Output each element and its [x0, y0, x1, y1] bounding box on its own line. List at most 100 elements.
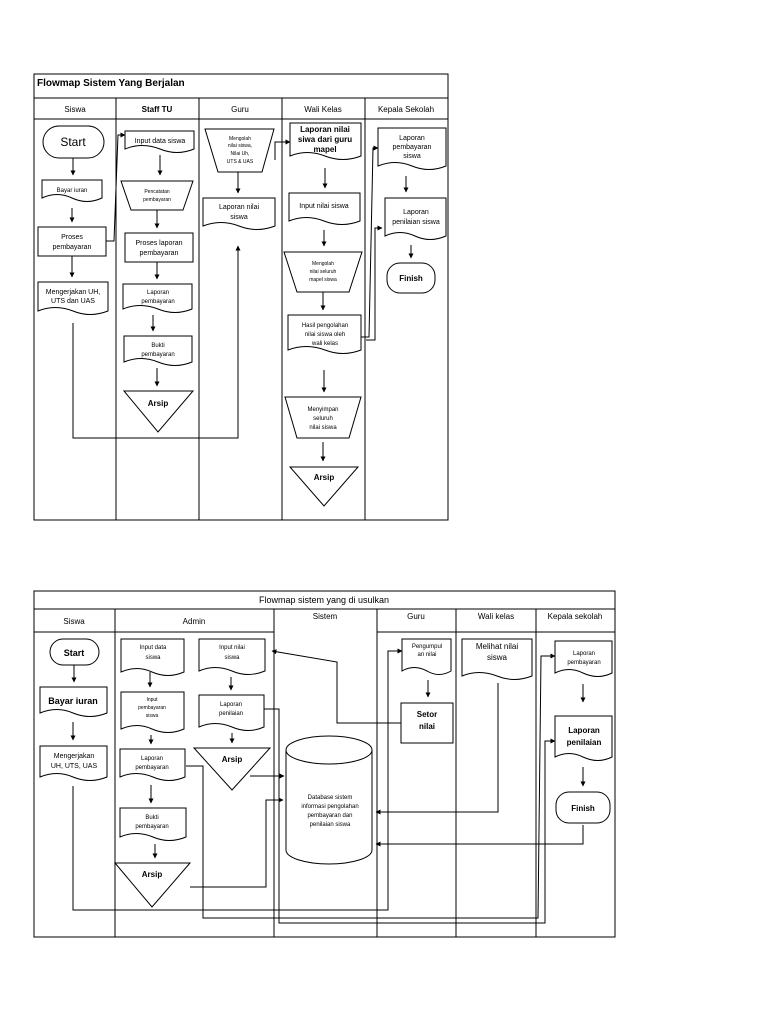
mengerjakan2-label-2: UH, UTS, UAS [51, 763, 98, 770]
finish-terminator [386, 262, 436, 294]
lane2-siswa-header: Siswa [63, 617, 85, 626]
input-bayar2-label-1: Input [146, 697, 158, 703]
input-nilai2-document [198, 638, 266, 675]
bukti-pembayaran-document [123, 335, 193, 366]
pencatatan-label-2: pembayaran [143, 197, 171, 203]
connector-siswa-to-guru [72, 648, 403, 911]
lane2-sistem-header: Sistem [313, 612, 338, 621]
laporan-pembayaran-document [122, 283, 193, 313]
proses-laporan-process [124, 232, 194, 263]
input-pembayaran2-document [120, 691, 185, 733]
proses-pembayaran-process [37, 226, 107, 257]
database-label-4: penilaian siswa [310, 822, 351, 828]
mengerjakan-ujian-label-1: Mengerjakan UH, [46, 289, 101, 296]
database-label-2: informasi pengolahan [301, 804, 358, 810]
proses-pembayaran-label-2: pembayaran [53, 244, 92, 251]
connector-laporan-bayar-to-kepsek [186, 653, 556, 919]
mengolah-mapel-label-3: mapel siswa [309, 277, 337, 283]
arsip-admin1-offline-storage [113, 862, 192, 908]
hasil-pengolahan-label-3: wali kelas [311, 341, 338, 347]
finish2-terminator [555, 791, 611, 824]
bukti2-label-2: pembayaran [135, 824, 168, 830]
arsip-admin2-offline-storage [192, 747, 272, 791]
proses-laporan-label-2: pembayaran [140, 250, 179, 257]
lane2-guru-header: Guru [407, 612, 425, 621]
diagram-current-system: Flowmap Sistem Yang Berjalan Siswa Staff… [33, 73, 449, 521]
connector-setor-to-input-nilai [271, 649, 401, 724]
setor-label-2: nilai [419, 722, 435, 731]
lane2-kepala-sekolah-header: Kepala sekolah [548, 612, 603, 621]
lane-guru-header: Guru [231, 105, 249, 114]
arsip-tu-offline-storage [122, 390, 195, 433]
laporan-nilai-kepsek-label-2: penilaian siswa [392, 219, 440, 226]
pengumpulan-label-1: Pengumpul [412, 644, 442, 650]
mengolah-nilai-label-4: UTS & UAS [227, 159, 254, 165]
melihat-label-1: Melihat nilai [476, 642, 518, 651]
connector-arsip1-to-db [190, 797, 284, 888]
laporan-mapel-label-1: Laporan nilai [300, 125, 350, 134]
diagram1-frame [33, 73, 449, 521]
finish-label: Finish [399, 274, 423, 283]
start-label: Start [60, 135, 86, 149]
lane-staff-tu-header: Staff TU [142, 105, 173, 114]
diagram-proposed-system: Flowmap sistem yang di usulkan Siswa Adm… [33, 590, 616, 938]
laporan-nilai-guru-label-2: siswa [230, 214, 248, 221]
menyimpan-label-2: seluruh [313, 416, 333, 422]
laporan-pembayaran-label-1: Laporan [147, 290, 169, 296]
start2-label: Start [64, 648, 85, 658]
laporan-pembayaran2-document [119, 748, 186, 781]
mengolah-nilai-manual-operation [204, 128, 275, 173]
laporan-nilai2-label-2: penilaian [219, 711, 243, 717]
melihat-nilai-document [461, 638, 533, 680]
setor-label-1: Setor [417, 710, 437, 719]
laporan-bayar2-label-2: pembayaran [135, 765, 168, 771]
input-nilai-wali-document [288, 192, 361, 225]
database-label-1: Database sistem [308, 795, 353, 801]
proses-laporan-label-1: Proses laporan [135, 240, 182, 247]
hasil-pengolahan-label-1: Hasil pengolahan [302, 323, 348, 329]
laporan-bayar-kepsek-label-1: Laporan [399, 135, 425, 142]
laporan-mapel-label-3: mapel [313, 145, 336, 154]
laporan-nilai-mapel-document [289, 122, 362, 160]
laporan-bayar-kepsek-label-2: pembayaran [393, 144, 432, 151]
laporan-penilaian-kepsek2-document [554, 715, 613, 761]
mengerjakan-ujian-document [37, 281, 109, 315]
input-nilai2-label-2: siswa [224, 655, 240, 661]
laporan-nilai-kepsek2-label-2: penilaian [567, 738, 602, 747]
mengolah-nilai-label-3: Nilai Uh, [231, 151, 250, 157]
bukti-pembayaran2-document [119, 807, 187, 841]
bayar-iuran2-document [39, 686, 108, 717]
input-data2-document [120, 638, 185, 676]
arsip-admin1-label: Arsip [142, 870, 163, 879]
lane2-admin-header: Admin [183, 617, 206, 626]
laporan-pembayaran-label-2: pembayaran [141, 299, 174, 305]
connector-db-to-wali [375, 683, 499, 815]
mengolah-nilai-label-2: nilai siswa, [228, 143, 252, 149]
input-bayar2-label-2: pembayaran [138, 705, 166, 711]
lane2-wali-kelas-header: Wali kelas [478, 612, 514, 621]
setor-nilai-process [400, 702, 454, 744]
mengerjakan-ujian-label-2: UTS dan UAS [51, 298, 95, 305]
laporan-nilai-guru-document [202, 197, 276, 230]
pengumpulan-label-2: an nilai [417, 652, 436, 658]
bukti2-label-1: Bukti [145, 815, 158, 821]
connector-proses-to-input [106, 132, 126, 242]
laporan-penilaian2-document [198, 694, 265, 731]
laporan-nilai2-label-1: Laporan [220, 702, 242, 708]
mengolah-mapel-label-1: Mengolah [312, 261, 334, 267]
bukti-pembayaran-label-2: pembayaran [141, 352, 174, 358]
bayar-iuran-document [41, 179, 103, 202]
input-data-siswa-label: Input data siswa [135, 138, 186, 145]
input-bayar2-label-3: siswa [146, 713, 159, 719]
pengumpulan-nilai-document [401, 638, 452, 675]
connector-wali-to-kepsek-nilai [366, 225, 383, 341]
menyimpan-label-3: nilai siswa [309, 425, 337, 431]
diagram1-title: Flowmap Sistem Yang Berjalan [37, 78, 185, 89]
laporan-bayar-kepsek-label-3: siswa [403, 153, 421, 160]
hasil-pengolahan-label-2: nilai siswa oleh [305, 332, 345, 338]
bayar-iuran-label: Bayar iuran [57, 188, 88, 194]
arsip-tu-label: Arsip [148, 399, 169, 408]
mengolah-mapel-label-2: nilai seluruh [310, 269, 337, 275]
mengerjakan2-label-1: Mengerjakan [54, 753, 95, 760]
